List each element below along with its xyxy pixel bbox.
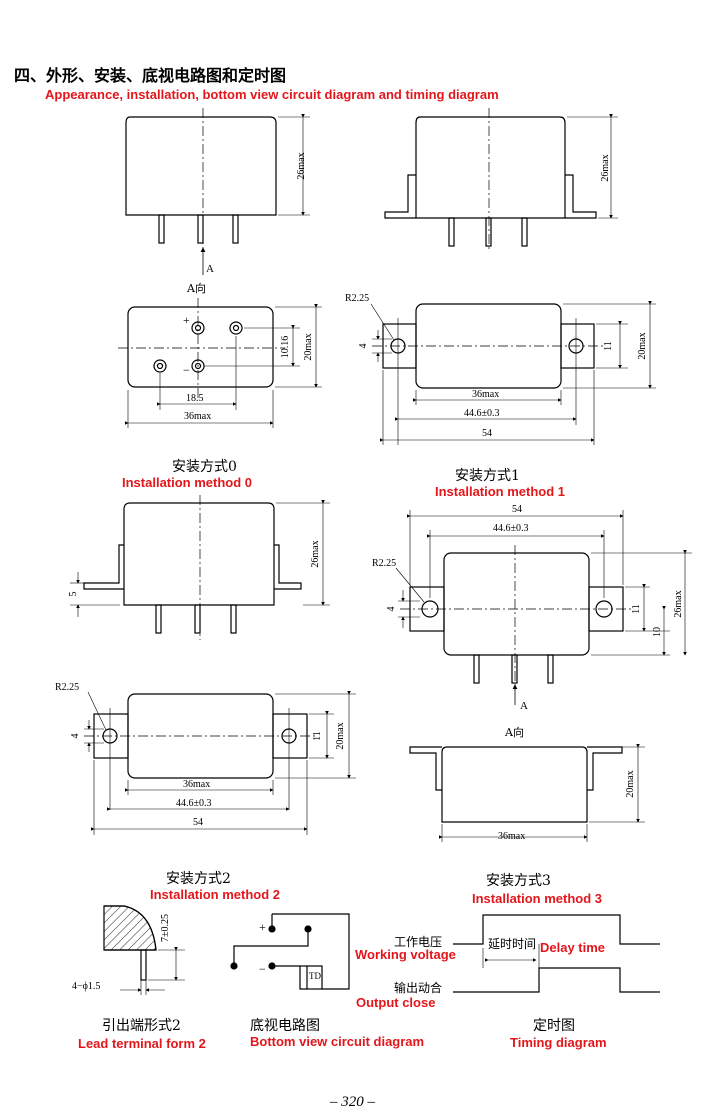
lead-pin-d: 4−ϕ1.5 — [72, 981, 101, 992]
timing-work-en: Working voltage — [355, 947, 456, 962]
circuit-plus: + — [259, 920, 266, 934]
m3-h20: 20max — [625, 770, 636, 798]
m0-h26: 26max — [310, 540, 321, 568]
timing-out-en: Output close — [356, 995, 436, 1010]
fig4-w44: 44.6±0.3 — [464, 408, 500, 419]
fig3-minus: − — [183, 363, 190, 377]
fig4-h20: 20max — [637, 332, 648, 360]
timing-caption-en: Timing diagram — [510, 1035, 607, 1050]
install-2-view — [84, 691, 356, 835]
method2-cn: 安装方式2 — [166, 871, 231, 887]
top-view-flanged-1 — [370, 301, 656, 445]
title-cn: 四、外形、安装、底视电路图和定时图 — [14, 66, 287, 85]
method2-en: Installation method 2 — [150, 887, 281, 902]
install-1-view — [395, 510, 692, 705]
lead-terminal-drawing — [103, 905, 185, 995]
title-en: Appearance, installation, bottom view ci… — [45, 87, 499, 102]
method3-en: Installation method 3 — [472, 891, 603, 906]
circuit-minus: − — [259, 962, 266, 976]
m2-w36: 36max — [183, 779, 211, 790]
fig4-w54: 54 — [482, 428, 492, 439]
fig3-w18: 18.5 — [186, 393, 204, 404]
m1-arrow-a: A — [520, 700, 528, 712]
fig1-h26: 26max — [296, 152, 307, 180]
install-0-view — [70, 495, 330, 640]
timing-caption-cn: 定时图 — [533, 1018, 575, 1034]
m1-d4: 4 — [386, 606, 397, 612]
fig4-d4: 4 — [358, 343, 369, 349]
fig3-w10: 10.16 — [280, 335, 291, 359]
method1-cn: 安装方式1 — [455, 468, 520, 484]
m1-w44: 44.6±0.3 — [493, 523, 529, 534]
m0-d5: 5 — [68, 591, 79, 597]
method0-cn: 安装方式0 — [172, 459, 237, 475]
circuit-drawing — [230, 913, 350, 990]
m2-w44: 44.6±0.3 — [176, 798, 212, 809]
m1-r: R2.25 — [372, 558, 397, 569]
lead-caption-cn: 引出端形式2 — [102, 1018, 181, 1034]
method0-en: Installation method 0 — [122, 475, 253, 490]
lead-pin-len: 7±0.25 — [160, 914, 171, 942]
fig1-arrow-a: A — [206, 263, 214, 275]
timing-work-cn: 工作电压 — [394, 935, 443, 949]
m2-r: R2.25 — [55, 682, 80, 693]
circuit-caption-en: Bottom view circuit diagram — [250, 1034, 425, 1049]
method3-cn: 安装方式3 — [486, 873, 551, 889]
m2-h20: 20max — [335, 722, 346, 750]
m1-h26: 26max — [673, 590, 684, 618]
fig3-w36: 36max — [184, 411, 212, 422]
fig2-h26: 26max — [600, 154, 611, 182]
m3-w36: 36max — [498, 831, 526, 842]
bottom-view-a — [118, 298, 322, 428]
fig4-r: R2.25 — [345, 293, 370, 304]
method1-en: Installation method 1 — [435, 484, 566, 499]
circuit-td: TD — [309, 971, 321, 981]
lead-caption-en: Lead terminal form 2 — [78, 1036, 206, 1051]
page-number: – 320 – — [330, 1094, 375, 1110]
circuit-caption-cn: 底视电路图 — [250, 1018, 320, 1034]
front-view-1 — [125, 108, 310, 275]
front-view-2 — [384, 108, 618, 250]
m2-d11: 11 — [312, 731, 323, 741]
m1-d10: 10 — [652, 627, 663, 637]
fig3-plus: + — [183, 313, 190, 327]
timing-delay-cn: 延时时间 — [488, 937, 537, 951]
m3-view-a: A向 — [505, 726, 524, 739]
fig3-h20: 20max — [303, 333, 314, 361]
m1-w54: 54 — [512, 504, 522, 515]
m2-d4: 4 — [70, 733, 81, 739]
timing-drawing — [453, 914, 660, 993]
fig4-d11: 11 — [603, 341, 614, 351]
fig4-w36: 36max — [472, 389, 500, 400]
timing-out-cn: 输出动合 — [394, 981, 443, 995]
timing-delay-en: Delay time — [540, 940, 606, 955]
install-3-view — [409, 744, 645, 842]
m2-w54: 54 — [193, 817, 203, 828]
m1-d11: 11 — [631, 604, 642, 614]
fig3-view-a: A向 — [187, 282, 206, 295]
